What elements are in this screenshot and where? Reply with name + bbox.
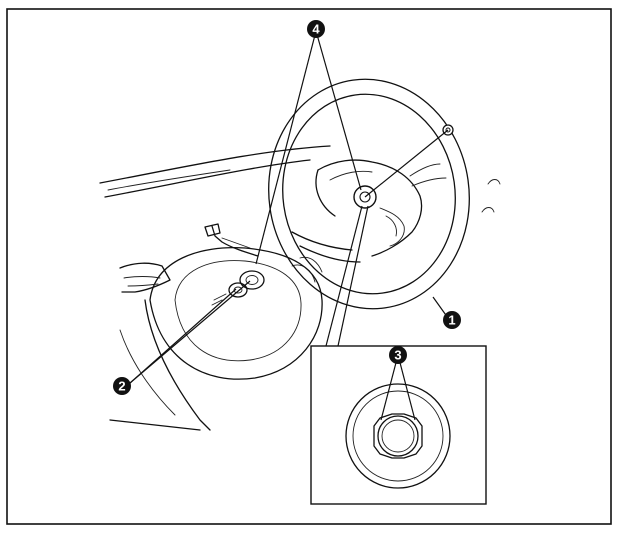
callout-3-label: 3	[394, 348, 401, 363]
diagram-frame	[6, 8, 612, 525]
callout-1: 1	[443, 311, 461, 329]
airbag-module	[119, 223, 323, 380]
steering-wheel	[268, 78, 501, 310]
callout-4: 4	[307, 20, 325, 38]
callout-2-label: 2	[118, 379, 125, 394]
callout-2: 2	[113, 377, 131, 395]
callout-1-label: 1	[448, 313, 455, 328]
dashboard-outline	[99, 145, 331, 431]
leader-lines	[129, 30, 449, 421]
detail-inset	[310, 345, 487, 505]
callout-3: 3	[389, 346, 407, 364]
callout-4-label: 4	[312, 22, 320, 37]
